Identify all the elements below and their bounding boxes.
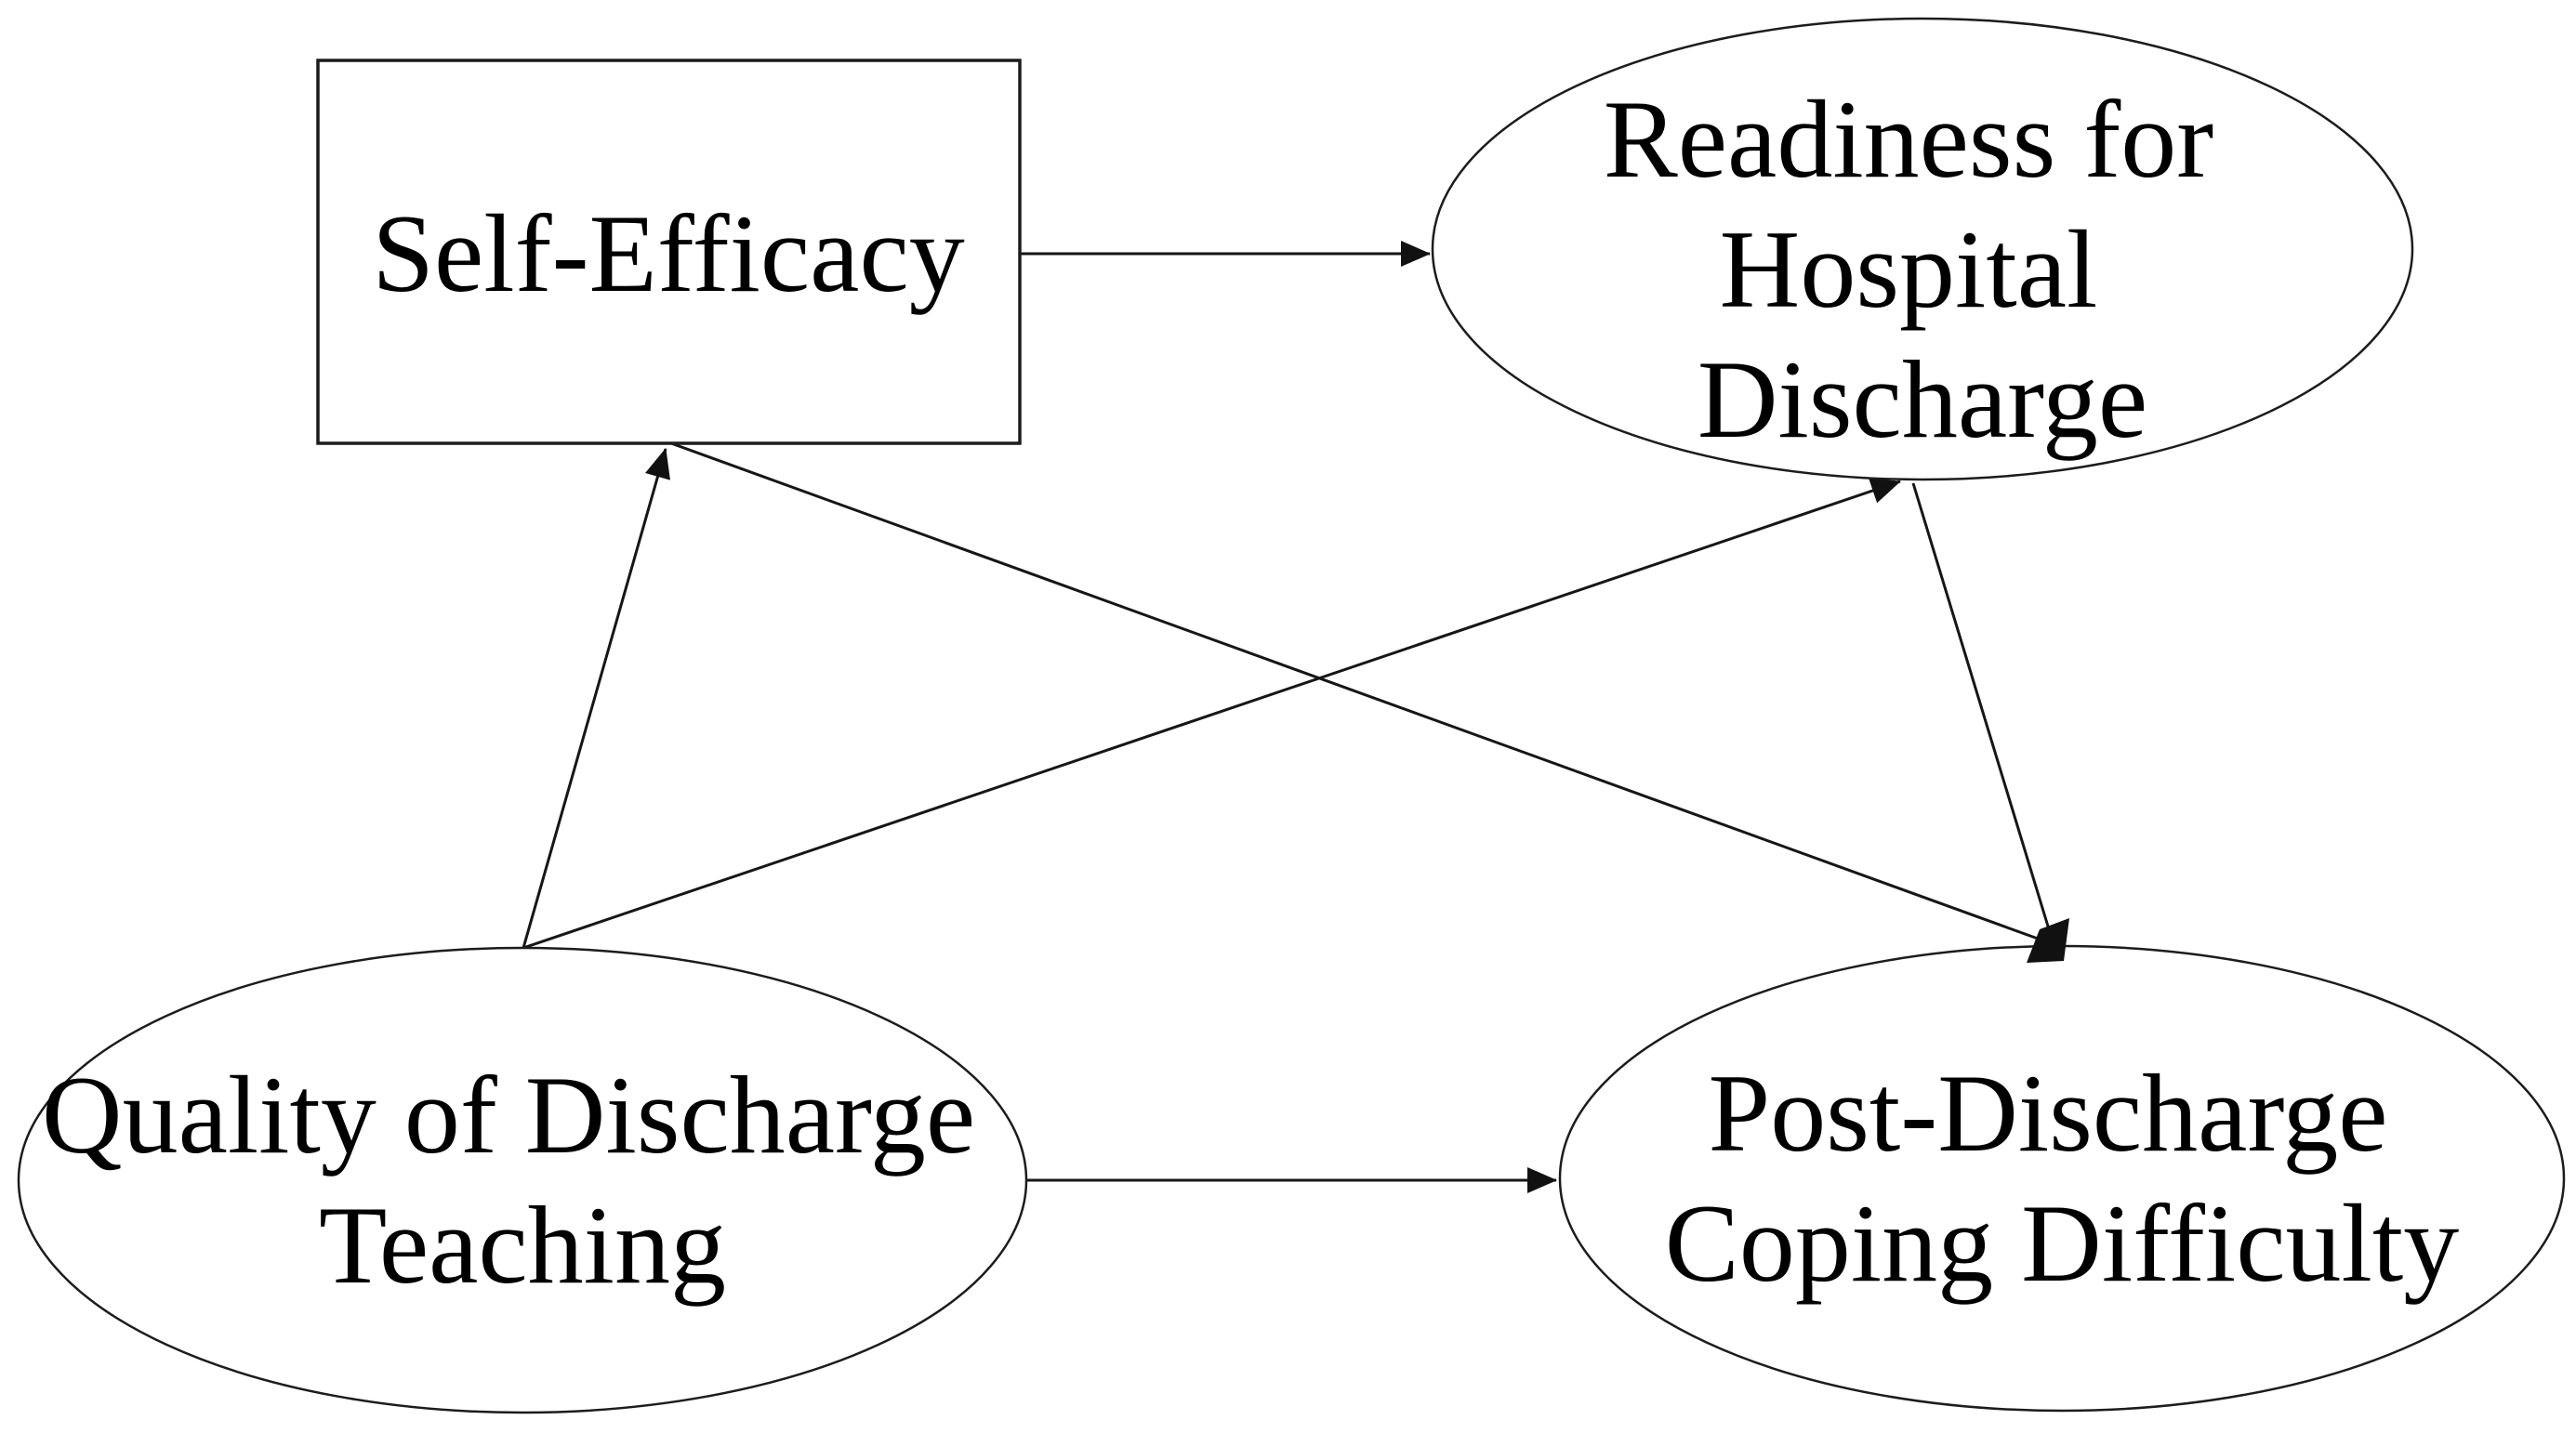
merged-arrowhead-icon — [2027, 918, 2069, 963]
label-readiness-line3: Discharge — [1698, 337, 2147, 461]
label-post-discharge: Post-Discharge Coping Difficulty — [1665, 1051, 2459, 1305]
label-readiness: Readiness for Hospital Discharge — [1604, 77, 2241, 461]
node-readiness-ellipse — [1431, 17, 2414, 481]
label-quality-line1: Quality of Discharge — [42, 1053, 975, 1177]
label-self-efficacy-line1: Self-Efficacy — [372, 191, 964, 315]
edge-quality-to-self-efficacy — [522, 448, 670, 949]
node-quality-ellipse — [17, 946, 1028, 1414]
label-readiness-line2: Hospital — [1720, 207, 2098, 331]
node-self-efficacy-box — [316, 59, 1022, 445]
label-post-discharge-line2: Coping Difficulty — [1665, 1181, 2459, 1305]
label-readiness-line1: Readiness for — [1604, 77, 2213, 201]
label-quality: Quality of Discharge Teaching — [42, 1053, 1003, 1307]
edge-self-efficacy-to-post-discharge — [670, 441, 2039, 940]
label-quality-line2: Teaching — [319, 1183, 726, 1307]
node-post-discharge-ellipse — [1558, 944, 2566, 1413]
label-post-discharge-line1: Post-Discharge — [1708, 1051, 2387, 1175]
edge-quality-to-readiness — [522, 478, 1901, 950]
edge-readiness-to-post-discharge — [1911, 482, 2051, 930]
label-self-efficacy: Self-Efficacy — [372, 191, 964, 315]
